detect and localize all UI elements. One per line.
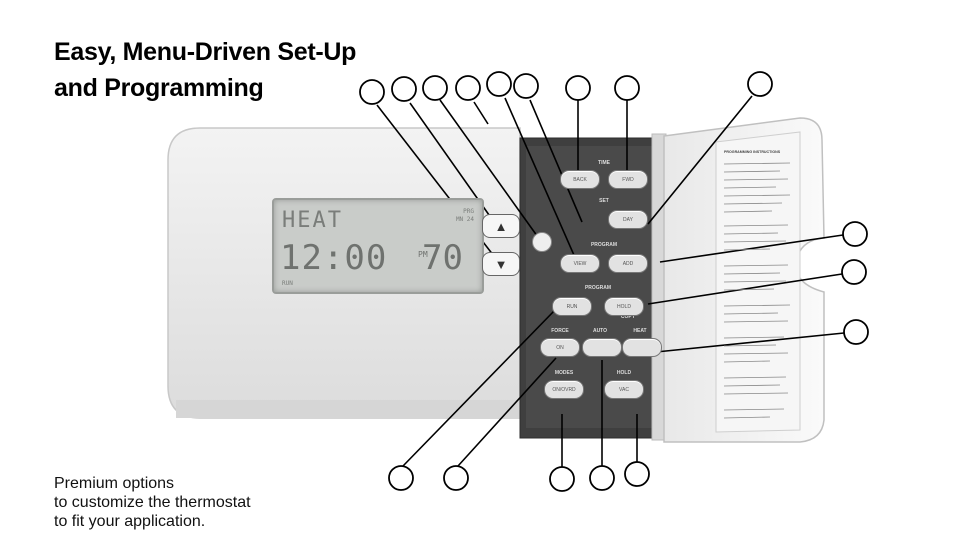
fwd-button[interactable]: FWD: [608, 170, 648, 189]
run-button[interactable]: RUN: [552, 297, 592, 316]
back-button[interactable]: BACK: [560, 170, 600, 189]
label-set: SET: [599, 198, 609, 204]
fan-on-button[interactable]: ON: [540, 338, 580, 357]
add-button[interactable]: ADD: [608, 254, 648, 273]
callout-circle-15: [549, 466, 575, 492]
callout-circle-8: [614, 75, 640, 101]
label-modes: MODES: [554, 370, 574, 376]
callout-circle-1: [359, 79, 385, 105]
callout-circle-17: [624, 461, 650, 487]
callout-circle-2: [391, 76, 417, 102]
caption-line-2: to customize the thermostat: [54, 494, 251, 511]
lcd-mode: HEAT: [282, 208, 343, 233]
override-button[interactable]: ON/OVRD: [544, 380, 584, 399]
label-program: PROGRAM: [590, 242, 618, 248]
callout-circle-16: [589, 465, 615, 491]
label-fan: FORCE: [551, 328, 569, 334]
door-heading: PROGRAMMING INSTRUCTIONS: [724, 150, 781, 154]
lcd-day-1: PRG: [463, 208, 474, 215]
indicator-button[interactable]: [532, 232, 552, 252]
label-hold: HOLD: [616, 370, 632, 376]
auto-button[interactable]: [582, 338, 622, 357]
lcd-ampm: PM: [418, 250, 428, 259]
view-button[interactable]: VIEW: [560, 254, 600, 273]
heading: Easy, Menu-Driven Set-Up and Programming: [54, 34, 356, 106]
heading-line-1: Easy, Menu-Driven Set-Up: [54, 38, 357, 66]
callout-circle-5: [486, 71, 512, 97]
callout-circle-7: [565, 75, 591, 101]
chevron-down-icon: ▼: [494, 256, 508, 272]
label-auto: AUTO: [592, 328, 608, 334]
callout-circle-11: [841, 259, 867, 285]
lcd-day-2: MN 24: [455, 216, 474, 223]
thermostat-base: [176, 400, 520, 418]
lcd-status: RUN: [282, 280, 293, 287]
callout-line-12: [655, 332, 845, 353]
callout-circle-3: [422, 75, 448, 101]
caption-line-1: Premium options: [54, 475, 175, 492]
lcd-display: HEAT PRG MN 24 12:00 PM 70 RUN: [272, 198, 484, 294]
callout-line-11: [647, 273, 843, 305]
caption: Premium options to customize the thermos…: [54, 474, 251, 531]
callout-circle-9: [747, 71, 773, 97]
callout-line-3: [439, 99, 541, 241]
heading-line-2: and Programming: [54, 74, 264, 102]
callout-circle-14: [443, 465, 469, 491]
chevron-up-icon: ▲: [494, 218, 508, 234]
lcd-time: 12:00: [280, 238, 388, 278]
hold-button[interactable]: HOLD: [604, 297, 644, 316]
callout-line-10: [659, 234, 844, 263]
callout-line-14: [457, 357, 557, 467]
callout-circle-6: [513, 73, 539, 99]
temp-up-button[interactable]: ▲: [482, 214, 520, 238]
label-heat: HEAT: [633, 328, 647, 334]
temp-down-button[interactable]: ▼: [482, 252, 520, 276]
door-card: [715, 131, 801, 433]
callout-line-6: [529, 99, 583, 223]
day-button[interactable]: DAY: [608, 210, 648, 229]
callout-line-4: [473, 101, 489, 125]
callout-circle-10: [842, 221, 868, 247]
callout-circle-13: [388, 465, 414, 491]
lcd-day: PRG MN 24: [414, 208, 474, 224]
heat-button[interactable]: [622, 338, 662, 357]
vacation-button[interactable]: VAC: [604, 380, 644, 399]
callout-circle-12: [843, 319, 869, 345]
lcd-temperature: 70: [422, 238, 463, 278]
label-program-2: PROGRAM: [584, 285, 612, 291]
callout-line-13: [402, 309, 556, 467]
label-time: TIME: [598, 160, 610, 166]
callout-line-5: [504, 97, 578, 263]
callout-circle-4: [455, 75, 481, 101]
caption-line-3: to fit your application.: [54, 513, 206, 530]
callout-line-9: [647, 95, 753, 225]
label-copy: COPY: [620, 314, 636, 320]
